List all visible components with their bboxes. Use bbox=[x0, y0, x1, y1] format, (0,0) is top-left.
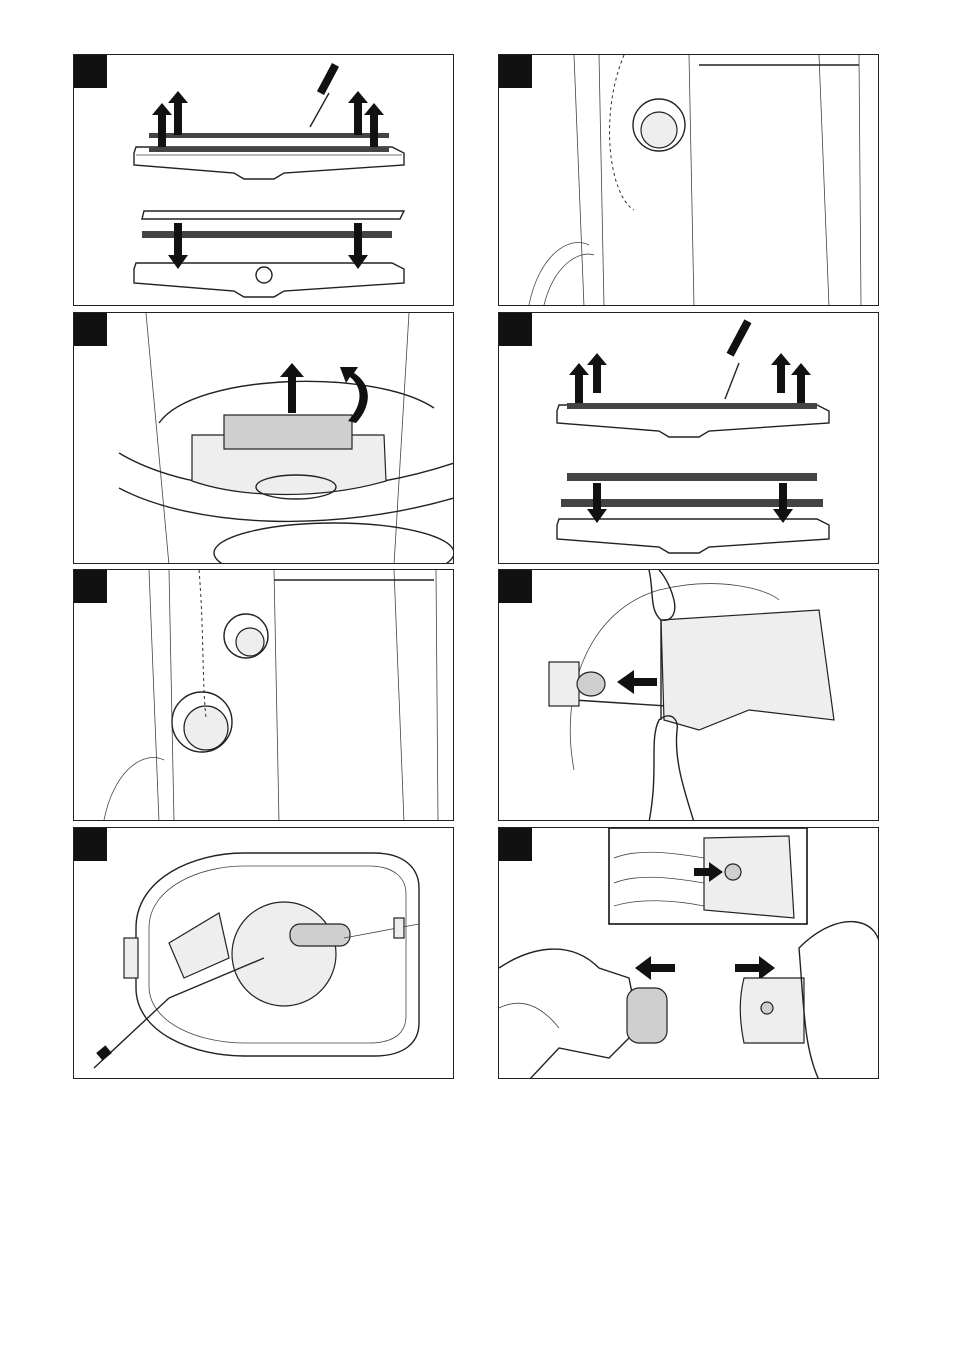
illustration-panel-2 bbox=[498, 54, 879, 306]
cable-hook-illustration bbox=[499, 55, 879, 306]
arrow-icon bbox=[635, 956, 775, 980]
top-view-illustration bbox=[74, 828, 454, 1079]
illustration-panel-7 bbox=[73, 827, 454, 1079]
filter-bag-illustration bbox=[499, 570, 879, 821]
illustration-panel-6 bbox=[498, 569, 879, 821]
illustration-panel-4 bbox=[498, 312, 879, 564]
suction-port-cap-illustration bbox=[74, 570, 454, 821]
squeegee-illustration bbox=[74, 55, 454, 306]
arrow-icon bbox=[569, 353, 811, 403]
arrow-icon bbox=[280, 363, 368, 423]
illustration-panel-5 bbox=[73, 569, 454, 821]
arrow-icon bbox=[168, 223, 368, 269]
filter-basket-illustration bbox=[74, 313, 454, 564]
illustration-panel-3 bbox=[73, 312, 454, 564]
illustration-panel-1 bbox=[73, 54, 454, 306]
illustration-panel-8 bbox=[498, 827, 879, 1079]
brush-strips-illustration bbox=[499, 313, 879, 564]
arrow-icon bbox=[617, 670, 657, 694]
screwdriver-icon bbox=[310, 63, 339, 127]
screwdriver-icon bbox=[725, 319, 751, 399]
hose-adapter-illustration bbox=[499, 828, 879, 1079]
arrow-icon bbox=[152, 91, 384, 147]
